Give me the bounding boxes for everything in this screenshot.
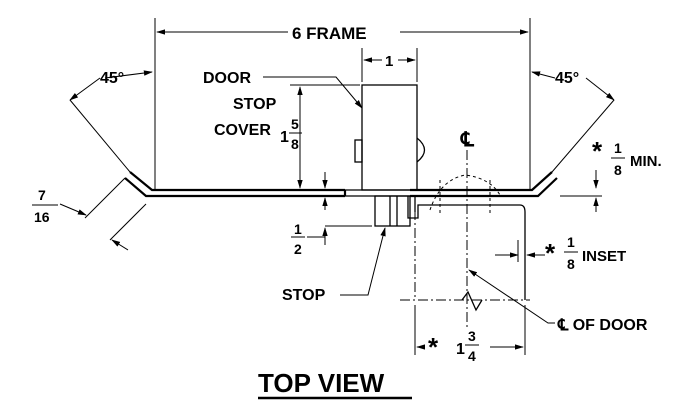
inset-text: INSET	[582, 248, 626, 265]
angle-left-dimension: 45°	[69, 70, 153, 173]
view-title-group: TOP VIEW	[258, 368, 412, 400]
bottom-asterisk: *	[428, 332, 439, 362]
bottom-numerator: 3	[468, 328, 476, 344]
thickness-denominator: 16	[34, 209, 50, 225]
cover-depth-dimension: 1 5 8	[280, 84, 360, 189]
bottom-whole: 1	[456, 341, 465, 358]
thickness-dimension: 7 16	[32, 177, 147, 251]
cl-of-door-label: ℄ OF DOOR	[557, 317, 648, 334]
door-outline	[400, 174, 530, 312]
min-text: MIN.	[630, 153, 662, 170]
min-asterisk: *	[592, 136, 603, 166]
stop-label: STOP	[282, 287, 326, 304]
stop-depth-dimension: 1 2	[291, 221, 372, 257]
angle-left-label: 45°	[100, 70, 124, 87]
stop-width-dimension: 1	[361, 48, 418, 82]
angle-right-dimension: 45°	[531, 70, 615, 173]
frame-width-label: 6 FRAME	[292, 24, 367, 43]
cover-depth-whole: 1	[280, 129, 289, 146]
frame-profile	[124, 171, 558, 300]
stop-piece	[374, 195, 411, 227]
thickness-numerator: 7	[38, 187, 46, 203]
door-stop-cover-callout: DOOR STOP COVER	[203, 70, 363, 139]
door-stop-cover-line3: COVER	[214, 122, 271, 139]
stop-callout: STOP	[282, 227, 386, 304]
bottom-dimension: * 1 3 4	[414, 305, 526, 364]
stop-depth-numerator: 1	[294, 221, 302, 237]
min-dimension: * 1 8 MIN.	[560, 136, 662, 212]
inset-denominator: 8	[567, 256, 575, 272]
door-stop-cover-line1: DOOR	[203, 70, 251, 87]
door-stop-cover	[354, 84, 426, 191]
inset-dimension: * 1 8 INSET	[495, 234, 626, 272]
angle-right-label: 45°	[555, 70, 579, 87]
door-stop-cover-line2: STOP	[233, 96, 277, 113]
min-numerator: 1	[614, 140, 622, 156]
stop-width-label: 1	[385, 53, 393, 70]
min-denominator: 8	[614, 162, 622, 178]
cl-of-door-callout: ℄ OF DOOR	[468, 269, 648, 334]
centerline-symbol: ℄	[460, 129, 475, 151]
frame-width-dimension: 6 FRAME	[154, 18, 531, 190]
centerline: ℄	[460, 129, 475, 330]
stop-depth-denominator: 2	[294, 241, 302, 257]
cover-depth-numerator: 5	[291, 116, 299, 132]
inset-asterisk: *	[545, 238, 556, 268]
cover-depth-denominator: 8	[291, 136, 299, 152]
view-title: TOP VIEW	[258, 368, 385, 398]
bottom-denominator: 4	[468, 348, 476, 364]
inset-numerator: 1	[567, 234, 575, 250]
